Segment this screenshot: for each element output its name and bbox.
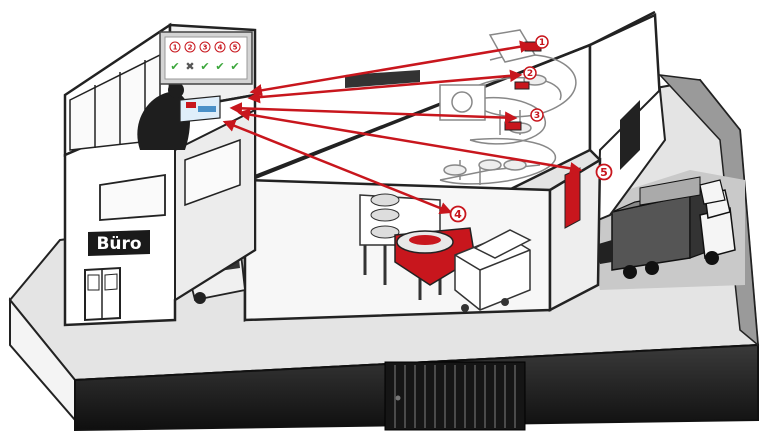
check-icon: ✔	[230, 60, 239, 73]
step-badge-3: 3	[531, 109, 543, 121]
svg-text:2: 2	[527, 69, 533, 79]
svg-text:1: 1	[539, 38, 545, 48]
step-badge-5: 5	[597, 165, 612, 180]
step-badge-4: 4	[451, 207, 466, 222]
check-icon: ✔	[170, 60, 179, 73]
display-step-5: 5	[233, 44, 238, 52]
status-display-board: 1 2 3 4 5 ✔ ✖ ✔ ✔ ✔	[160, 32, 252, 84]
svg-text:4: 4	[454, 208, 462, 221]
station-5-marker	[565, 168, 580, 228]
monitor-icon	[180, 96, 220, 122]
ventilation-grille	[385, 362, 525, 430]
display-step-2: 2	[188, 44, 193, 52]
office-sign: Büro	[88, 230, 150, 256]
display-step-3: 3	[203, 44, 208, 52]
display-step-4: 4	[218, 44, 223, 52]
check-icon: ✔	[215, 60, 224, 73]
check-icon: ✔	[200, 60, 209, 73]
step-badge-2: 2	[524, 67, 536, 79]
office-label: Büro	[96, 234, 141, 254]
display-step-1: 1	[173, 44, 178, 52]
step-badge-1: 1	[536, 36, 548, 48]
svg-text:3: 3	[534, 111, 540, 121]
cross-icon: ✖	[185, 60, 194, 73]
svg-text:5: 5	[600, 166, 608, 179]
